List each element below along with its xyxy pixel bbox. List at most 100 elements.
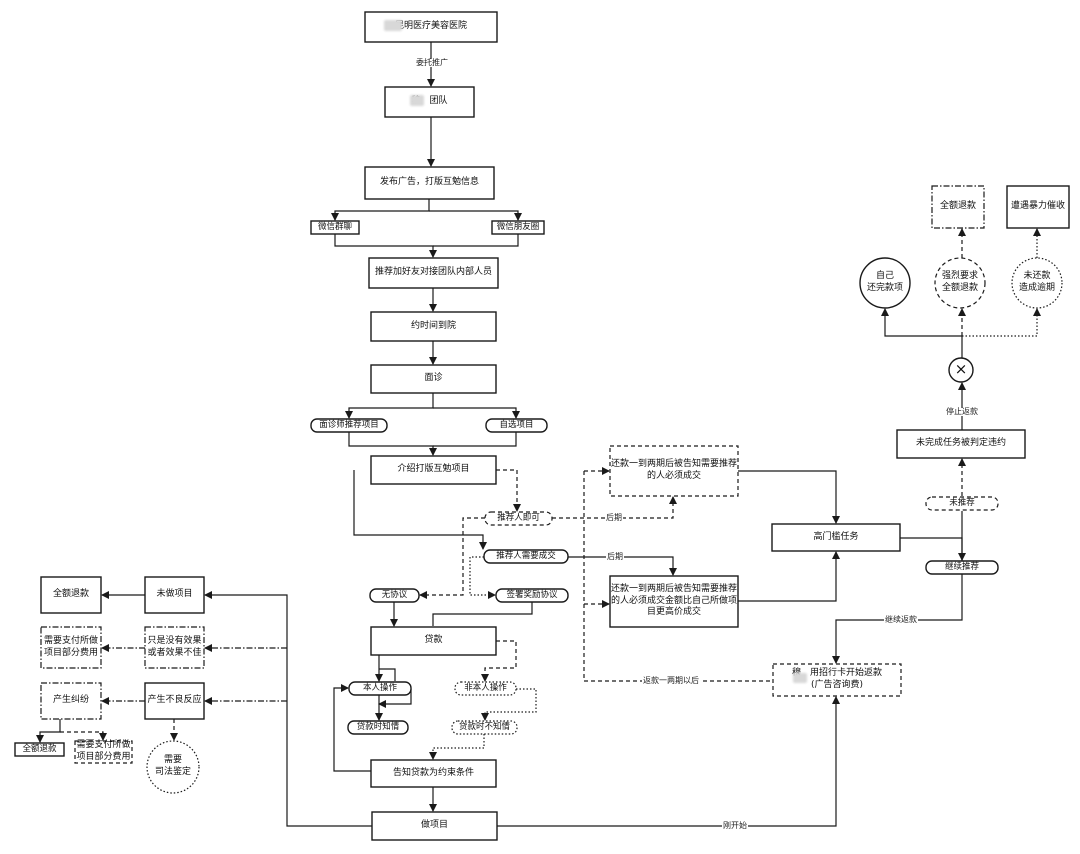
edge-37 bbox=[481, 688, 537, 721]
node-violent-collection: 遭遇暴力催收 bbox=[1010, 201, 1065, 212]
node-repay-b: 还款一到两期后被告知需要推荐的人必须成交金额比自己所做项目更高价成交 bbox=[610, 583, 737, 618]
node-shape-full-refund-top bbox=[931, 185, 985, 229]
node-shape-loan-unaware bbox=[451, 720, 518, 735]
node-shape-do-project bbox=[371, 811, 498, 841]
node-shape-recommend-friend bbox=[368, 257, 499, 289]
node-full-refund-bottom: 全额退款 bbox=[22, 743, 57, 754]
node-team: 移 团队 bbox=[411, 96, 448, 107]
node-shape-self-select bbox=[485, 418, 548, 433]
node-shape-not-done bbox=[144, 576, 205, 614]
node-shape-force-refund bbox=[934, 257, 986, 309]
edge-2 bbox=[331, 199, 430, 221]
node-loan: 贷款 bbox=[424, 635, 443, 646]
edge-39 bbox=[333, 684, 371, 772]
node-shape-pay-part-a bbox=[40, 626, 102, 669]
node-shape-referrer-deal bbox=[483, 549, 569, 564]
node-shape-sign-agreement bbox=[495, 588, 569, 603]
node-no-effect: 只是没有效果 或者效果不佳 bbox=[147, 635, 202, 658]
edge-26 bbox=[962, 308, 1041, 337]
edge-43 bbox=[583, 471, 772, 682]
node-shape-judged-breach bbox=[896, 429, 1026, 459]
edge-42 bbox=[497, 696, 840, 827]
edge-label-continue-refund: 继续返款 bbox=[884, 615, 918, 624]
edge-51 bbox=[36, 719, 61, 743]
junction-circle bbox=[948, 357, 974, 383]
node-not-recommend: 未推荐 bbox=[949, 497, 975, 508]
node-shape-consultation bbox=[370, 364, 497, 394]
node-self-operate: 本人操作 bbox=[362, 682, 397, 693]
node-sign-agreement: 签署奖励协议 bbox=[506, 589, 558, 600]
node-loan-aware: 贷款时知情 bbox=[356, 721, 400, 732]
node-shape-pay-part-b bbox=[74, 740, 133, 764]
edge-33 bbox=[379, 668, 396, 681]
node-shape-doctor-recommend bbox=[310, 418, 388, 433]
node-no-agreement: 无协议 bbox=[381, 589, 408, 600]
node-do-project: 做项目 bbox=[420, 820, 448, 831]
node-referrer-only: 推荐人即可 bbox=[497, 512, 540, 523]
node-shape-publish bbox=[364, 166, 495, 200]
node-publish: 发布广告，打版互勉信息 bbox=[379, 177, 479, 188]
node-judicial: 需要 司法鉴定 bbox=[154, 755, 191, 777]
node-shape-repay-b bbox=[609, 575, 739, 628]
node-shape-no-effect bbox=[144, 626, 205, 669]
edge-20 bbox=[900, 537, 966, 561]
node-force-refund: 强烈要求 全额退款 bbox=[941, 271, 978, 293]
node-recommend-friend: 推荐加好友对接团队内部人员 bbox=[374, 267, 492, 278]
edge-label-later-2: 后期 bbox=[606, 552, 624, 561]
node-shape-self-operate bbox=[348, 681, 412, 696]
edge-36 bbox=[378, 689, 412, 708]
node-pay-part-b: 需要支付所做 项目部分费用 bbox=[76, 740, 131, 762]
redaction-blur-0 bbox=[384, 20, 402, 31]
node-not-done: 未做项目 bbox=[156, 589, 193, 600]
edge-4 bbox=[334, 234, 437, 258]
edge-16 bbox=[552, 496, 677, 519]
edge-12 bbox=[496, 469, 521, 512]
node-shape-no-agreement bbox=[369, 588, 420, 603]
edge-14 bbox=[419, 517, 485, 599]
node-shape-not-recommend bbox=[925, 496, 999, 511]
node-appointment: 约时间到院 bbox=[410, 320, 456, 331]
edge-11 bbox=[433, 432, 517, 447]
node-shape-high-threshold bbox=[771, 523, 901, 552]
node-continue-recommend: 继续推荐 bbox=[944, 561, 979, 572]
edge-41 bbox=[204, 591, 372, 827]
edge-13 bbox=[353, 470, 487, 550]
node-consultation: 面诊 bbox=[424, 373, 443, 384]
node-shape-wechat-group bbox=[310, 220, 360, 235]
node-high-threshold: 高门槛任务 bbox=[813, 531, 859, 542]
node-bad-reaction: 产生不良反应 bbox=[147, 695, 202, 706]
node-shape-not-self-operate bbox=[454, 681, 517, 696]
edge-label-just-started: 刚开始 bbox=[722, 821, 748, 830]
edge-18 bbox=[738, 470, 840, 524]
node-shape-repay-a bbox=[609, 445, 739, 497]
edge-9 bbox=[433, 407, 520, 419]
edge-24 bbox=[881, 308, 963, 358]
node-loan-unaware: 贷款时不知情 bbox=[458, 721, 510, 732]
node-shape-dispute bbox=[40, 682, 102, 720]
edge-52 bbox=[60, 731, 107, 741]
redaction-blur-2 bbox=[793, 673, 807, 683]
redaction-blur-1 bbox=[410, 95, 424, 106]
edge-31 bbox=[432, 602, 533, 626]
node-shape-introduce bbox=[370, 455, 497, 485]
node-shape-self-repay bbox=[859, 257, 911, 309]
node-not-self-operate: 非本人操作 bbox=[464, 682, 507, 693]
node-shape-bad-reaction bbox=[144, 682, 205, 720]
node-wechat-moments: 微信朋友圈 bbox=[496, 221, 540, 232]
node-shape-full-refund-bottom bbox=[14, 742, 65, 757]
node-shape-loan bbox=[370, 626, 497, 656]
node-inform-condition: 告知贷款为约束条件 bbox=[392, 767, 474, 778]
node-introduce: 介绍打版互勉项目 bbox=[397, 464, 470, 475]
node-dispute: 产生纠纷 bbox=[52, 695, 89, 706]
node-repay-a: 还款一到两期后被告知需要推荐的人必须成交 bbox=[610, 459, 737, 481]
edge-15 bbox=[469, 556, 496, 599]
node-hospital: 昆明医疗美容医院 bbox=[394, 21, 467, 32]
node-shape-full-refund-left bbox=[40, 576, 102, 614]
node-unpaid-overdue: 未还款 造成逾期 bbox=[1018, 271, 1055, 293]
node-shape-referrer-only bbox=[484, 511, 553, 526]
node-full-refund-left: 全额退款 bbox=[52, 589, 89, 600]
edge-10 bbox=[348, 432, 437, 456]
node-shape-unpaid-overdue bbox=[1011, 257, 1063, 309]
node-shape-violent-collection bbox=[1006, 185, 1070, 229]
